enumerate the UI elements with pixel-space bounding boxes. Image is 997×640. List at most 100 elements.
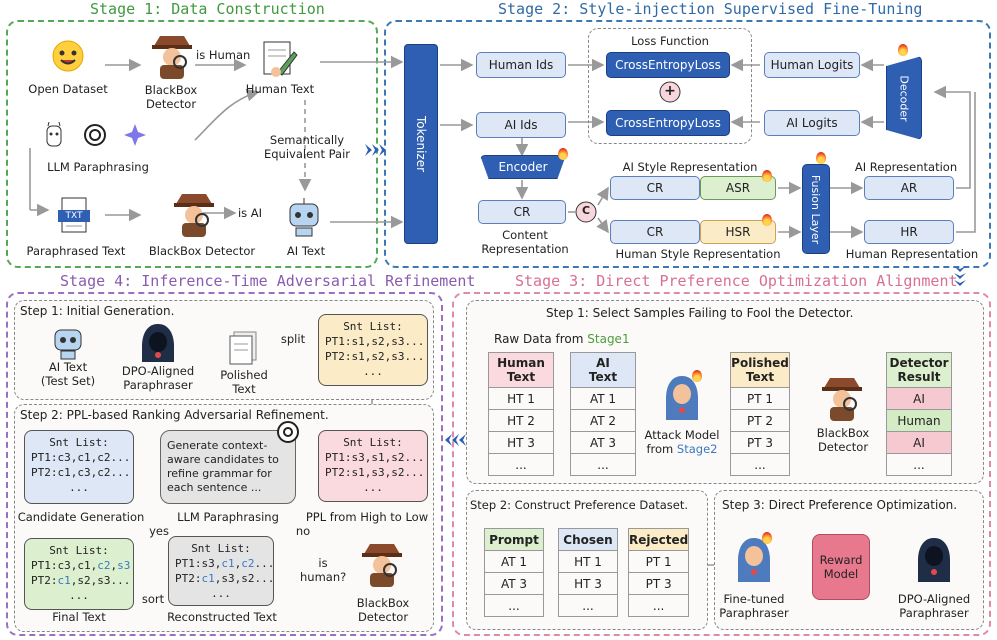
candidate-highlight: s3 bbox=[117, 559, 131, 572]
blackbox-detector-label-2: BlackBox Detector bbox=[148, 244, 256, 258]
snt-list-row: PT2:c1,s3,s2... bbox=[175, 571, 274, 586]
robot-icon bbox=[50, 324, 86, 360]
table-cell: Human bbox=[886, 409, 952, 432]
table-header: Rejected bbox=[627, 528, 690, 551]
snt-list-ellipsis: ... bbox=[69, 589, 89, 602]
concat-label: C bbox=[581, 204, 591, 217]
snt-list-title: Snt List: bbox=[49, 436, 109, 449]
tokenizer-label: Tokenizer bbox=[414, 115, 428, 173]
dpo-aligned-paraphraser-label: DPO-Aligned Paraphraser bbox=[897, 592, 971, 620]
document-icon bbox=[226, 330, 260, 366]
final-text-label: Final Text bbox=[52, 610, 106, 624]
snt-list-row: PT2:c1,s2,s3... bbox=[31, 573, 130, 588]
openai-icon bbox=[82, 122, 108, 148]
snt-list-row: PT2:c1,c3,c2... bbox=[31, 466, 131, 479]
snt-list-title: Snt List: bbox=[343, 436, 403, 449]
table-cell: ... bbox=[570, 453, 636, 476]
table-cell: PT 3 bbox=[627, 572, 690, 595]
ai-text-test-label: AI Text (Test Set) bbox=[40, 360, 96, 388]
polished-text-table: Polished Text PT 1 PT 2 PT 3 ... bbox=[730, 352, 790, 476]
table-cell: HT 3 bbox=[488, 431, 554, 454]
detective-icon-2 bbox=[172, 188, 216, 238]
candidate-generation-label: Candidate Generation bbox=[17, 510, 145, 524]
table-cell: ... bbox=[488, 453, 554, 476]
stage1-title: Stage 1: Data Construction bbox=[90, 0, 325, 18]
snt-list-reconstructed: Snt List: PT1:s3,c1,c2... PT2:c1,s3,s2..… bbox=[168, 536, 274, 606]
ai-text-label: AI Text bbox=[286, 244, 326, 258]
snt-list-title: Snt List: bbox=[343, 320, 403, 333]
prompt-table: Prompt AT 1 AT 3 ... bbox=[484, 528, 544, 617]
snt-list-ellipsis: ... bbox=[211, 587, 231, 600]
loss-function-label: Loss Function bbox=[631, 34, 709, 48]
ai-ids-box: AI Ids bbox=[476, 112, 566, 138]
detective-icon bbox=[360, 538, 404, 588]
snt-list-row: PT1:s3,c1,c2... bbox=[175, 556, 274, 571]
snt-list-ellipsis: ... bbox=[69, 481, 89, 494]
human-logits-box: Human Logits bbox=[764, 52, 860, 78]
stage2-panel bbox=[384, 20, 991, 268]
snt-list-final: Snt List: PT1:c3,c1,c2,s3 PT2:c1,s2,s3..… bbox=[24, 538, 134, 610]
row-text: ,s2,s3... bbox=[70, 574, 131, 587]
crossentropy-loss-1: CrossEntropyLoss bbox=[606, 52, 730, 78]
stage4-step2-title: Step 2: PPL-based Ranking Adversarial Re… bbox=[20, 408, 329, 422]
llm-prompt-text: Generate context- aware candidates to re… bbox=[167, 439, 279, 494]
handwriting-icon bbox=[258, 38, 298, 80]
hacker-icon bbox=[914, 536, 954, 584]
raw-data-label: Raw Data from Stage1 bbox=[494, 332, 630, 346]
snt-list-row: PT1:c3,c1,c2... bbox=[31, 451, 131, 464]
stage2-title: Stage 2: Style-injection Supervised Fine… bbox=[498, 0, 923, 18]
attack-model-label: Attack Model from Stage2 bbox=[634, 428, 730, 456]
table-cell: HT 3 bbox=[558, 572, 618, 595]
human-text-table: Human Text HT 1 HT 2 HT 3 ... bbox=[488, 352, 554, 476]
fire-icon bbox=[762, 532, 772, 544]
hr-box: HR bbox=[864, 220, 954, 244]
candidate-highlight: c1 bbox=[221, 557, 235, 570]
dpo-aligned-paraphraser-label: DPO-Aligned Paraphraser bbox=[121, 364, 195, 392]
row-text: PT2: bbox=[175, 572, 202, 585]
row-text: s3, bbox=[201, 557, 222, 570]
table-cell: HT 1 bbox=[488, 387, 554, 410]
polished-text-label: Polished Text bbox=[220, 368, 268, 396]
llm-paraphrasing-label: LLM Paraphrasing bbox=[47, 160, 149, 174]
huggingface-icon bbox=[50, 38, 86, 74]
rejected-table: Rejected PT 1 PT 3 ... bbox=[627, 528, 690, 617]
stage4-step1-title: Step 1: Initial Generation. bbox=[20, 304, 175, 318]
decoder-box: Decoder bbox=[886, 56, 922, 140]
plus-label: + bbox=[664, 83, 676, 99]
content-representation-label: Content Representation bbox=[481, 228, 569, 256]
is-human-question-label: is human? bbox=[300, 556, 347, 584]
fire-icon bbox=[692, 370, 702, 382]
table-cell: AT 1 bbox=[570, 387, 636, 410]
table-cell: AT 3 bbox=[570, 431, 636, 454]
table-header: Chosen bbox=[558, 528, 618, 551]
stage3-step2-title: Step 2: Construct Preference Dataset. bbox=[470, 498, 689, 512]
table-cell: AT 2 bbox=[570, 409, 636, 432]
candidate-highlight: c1 bbox=[201, 572, 215, 585]
raw-data-text: Raw Data from bbox=[494, 332, 588, 346]
snt-list-row: PT1:c3,c1,c2,s3 bbox=[31, 558, 131, 573]
row-text: , bbox=[234, 557, 242, 570]
fire-icon bbox=[762, 214, 772, 226]
ppl-high-to-low-label: PPL from High to Low bbox=[305, 510, 429, 524]
ai-logits-box: AI Logits bbox=[764, 110, 860, 136]
table-cell: AT 3 bbox=[484, 572, 544, 595]
fusion-layer-box: Fusion Layer bbox=[802, 164, 830, 254]
table-header: AI Text bbox=[570, 352, 636, 388]
table-cell: HT 1 bbox=[558, 550, 618, 573]
ai-text-table: AI Text AT 1 AT 2 AT 3 ... bbox=[570, 352, 636, 476]
table-cell: PT 1 bbox=[627, 550, 690, 573]
table-cell: AI bbox=[886, 387, 952, 410]
detective-icon bbox=[820, 372, 864, 422]
ai-style-representation-label: AI Style Representation bbox=[622, 160, 758, 174]
robot-icon bbox=[284, 196, 324, 238]
decoder-label: Decoder bbox=[897, 74, 911, 122]
cr-box: CR bbox=[478, 200, 566, 224]
no-label: no bbox=[295, 524, 311, 538]
stage3-step1-title: Step 1: Select Samples Failing to Fool t… bbox=[546, 306, 854, 320]
yes-label: yes bbox=[149, 524, 169, 538]
snt-list-title: Snt List: bbox=[191, 542, 251, 555]
fire-icon bbox=[816, 152, 826, 164]
stage3-title: Stage 3: Direct Preference Optimization … bbox=[515, 272, 958, 290]
table-cell: HT 2 bbox=[488, 409, 554, 432]
table-cell: PT 2 bbox=[730, 409, 790, 432]
